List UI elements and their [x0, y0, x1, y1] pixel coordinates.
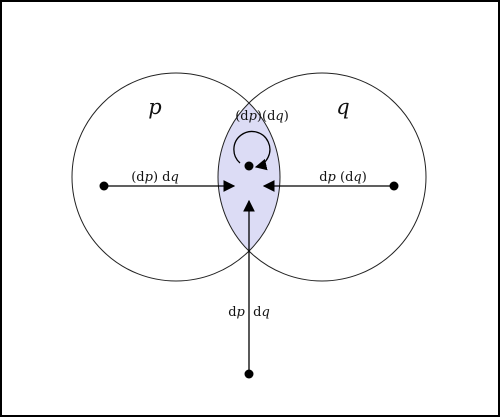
label-center-loop: (dp)(dq): [235, 109, 289, 124]
circle-q: [217, 72, 427, 282]
label-right-arrow: dp (dq): [319, 170, 367, 185]
label-p: p: [148, 95, 161, 119]
label-bottom-arrow: dp dq: [228, 305, 270, 320]
center-loop-arrow: [233, 130, 271, 171]
label-left-arrow: (dp) dq: [131, 170, 179, 185]
circle-p: [71, 72, 281, 282]
label-q: q: [336, 95, 349, 119]
center-dot: [244, 161, 254, 171]
